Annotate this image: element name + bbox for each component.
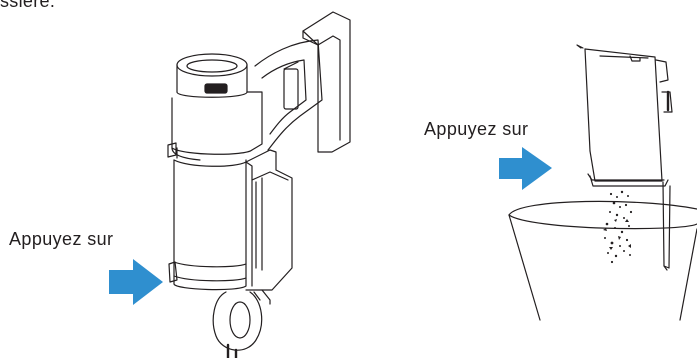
vacuum-handheld-unit (168, 12, 350, 358)
press-label-right: Appuyez sur (424, 119, 528, 140)
right-press-arrow-icon (499, 147, 552, 190)
left-press-arrow-icon (109, 259, 163, 305)
press-label-left: Appuyez sur (9, 229, 113, 250)
dustbin-emptying-scene (509, 45, 697, 320)
